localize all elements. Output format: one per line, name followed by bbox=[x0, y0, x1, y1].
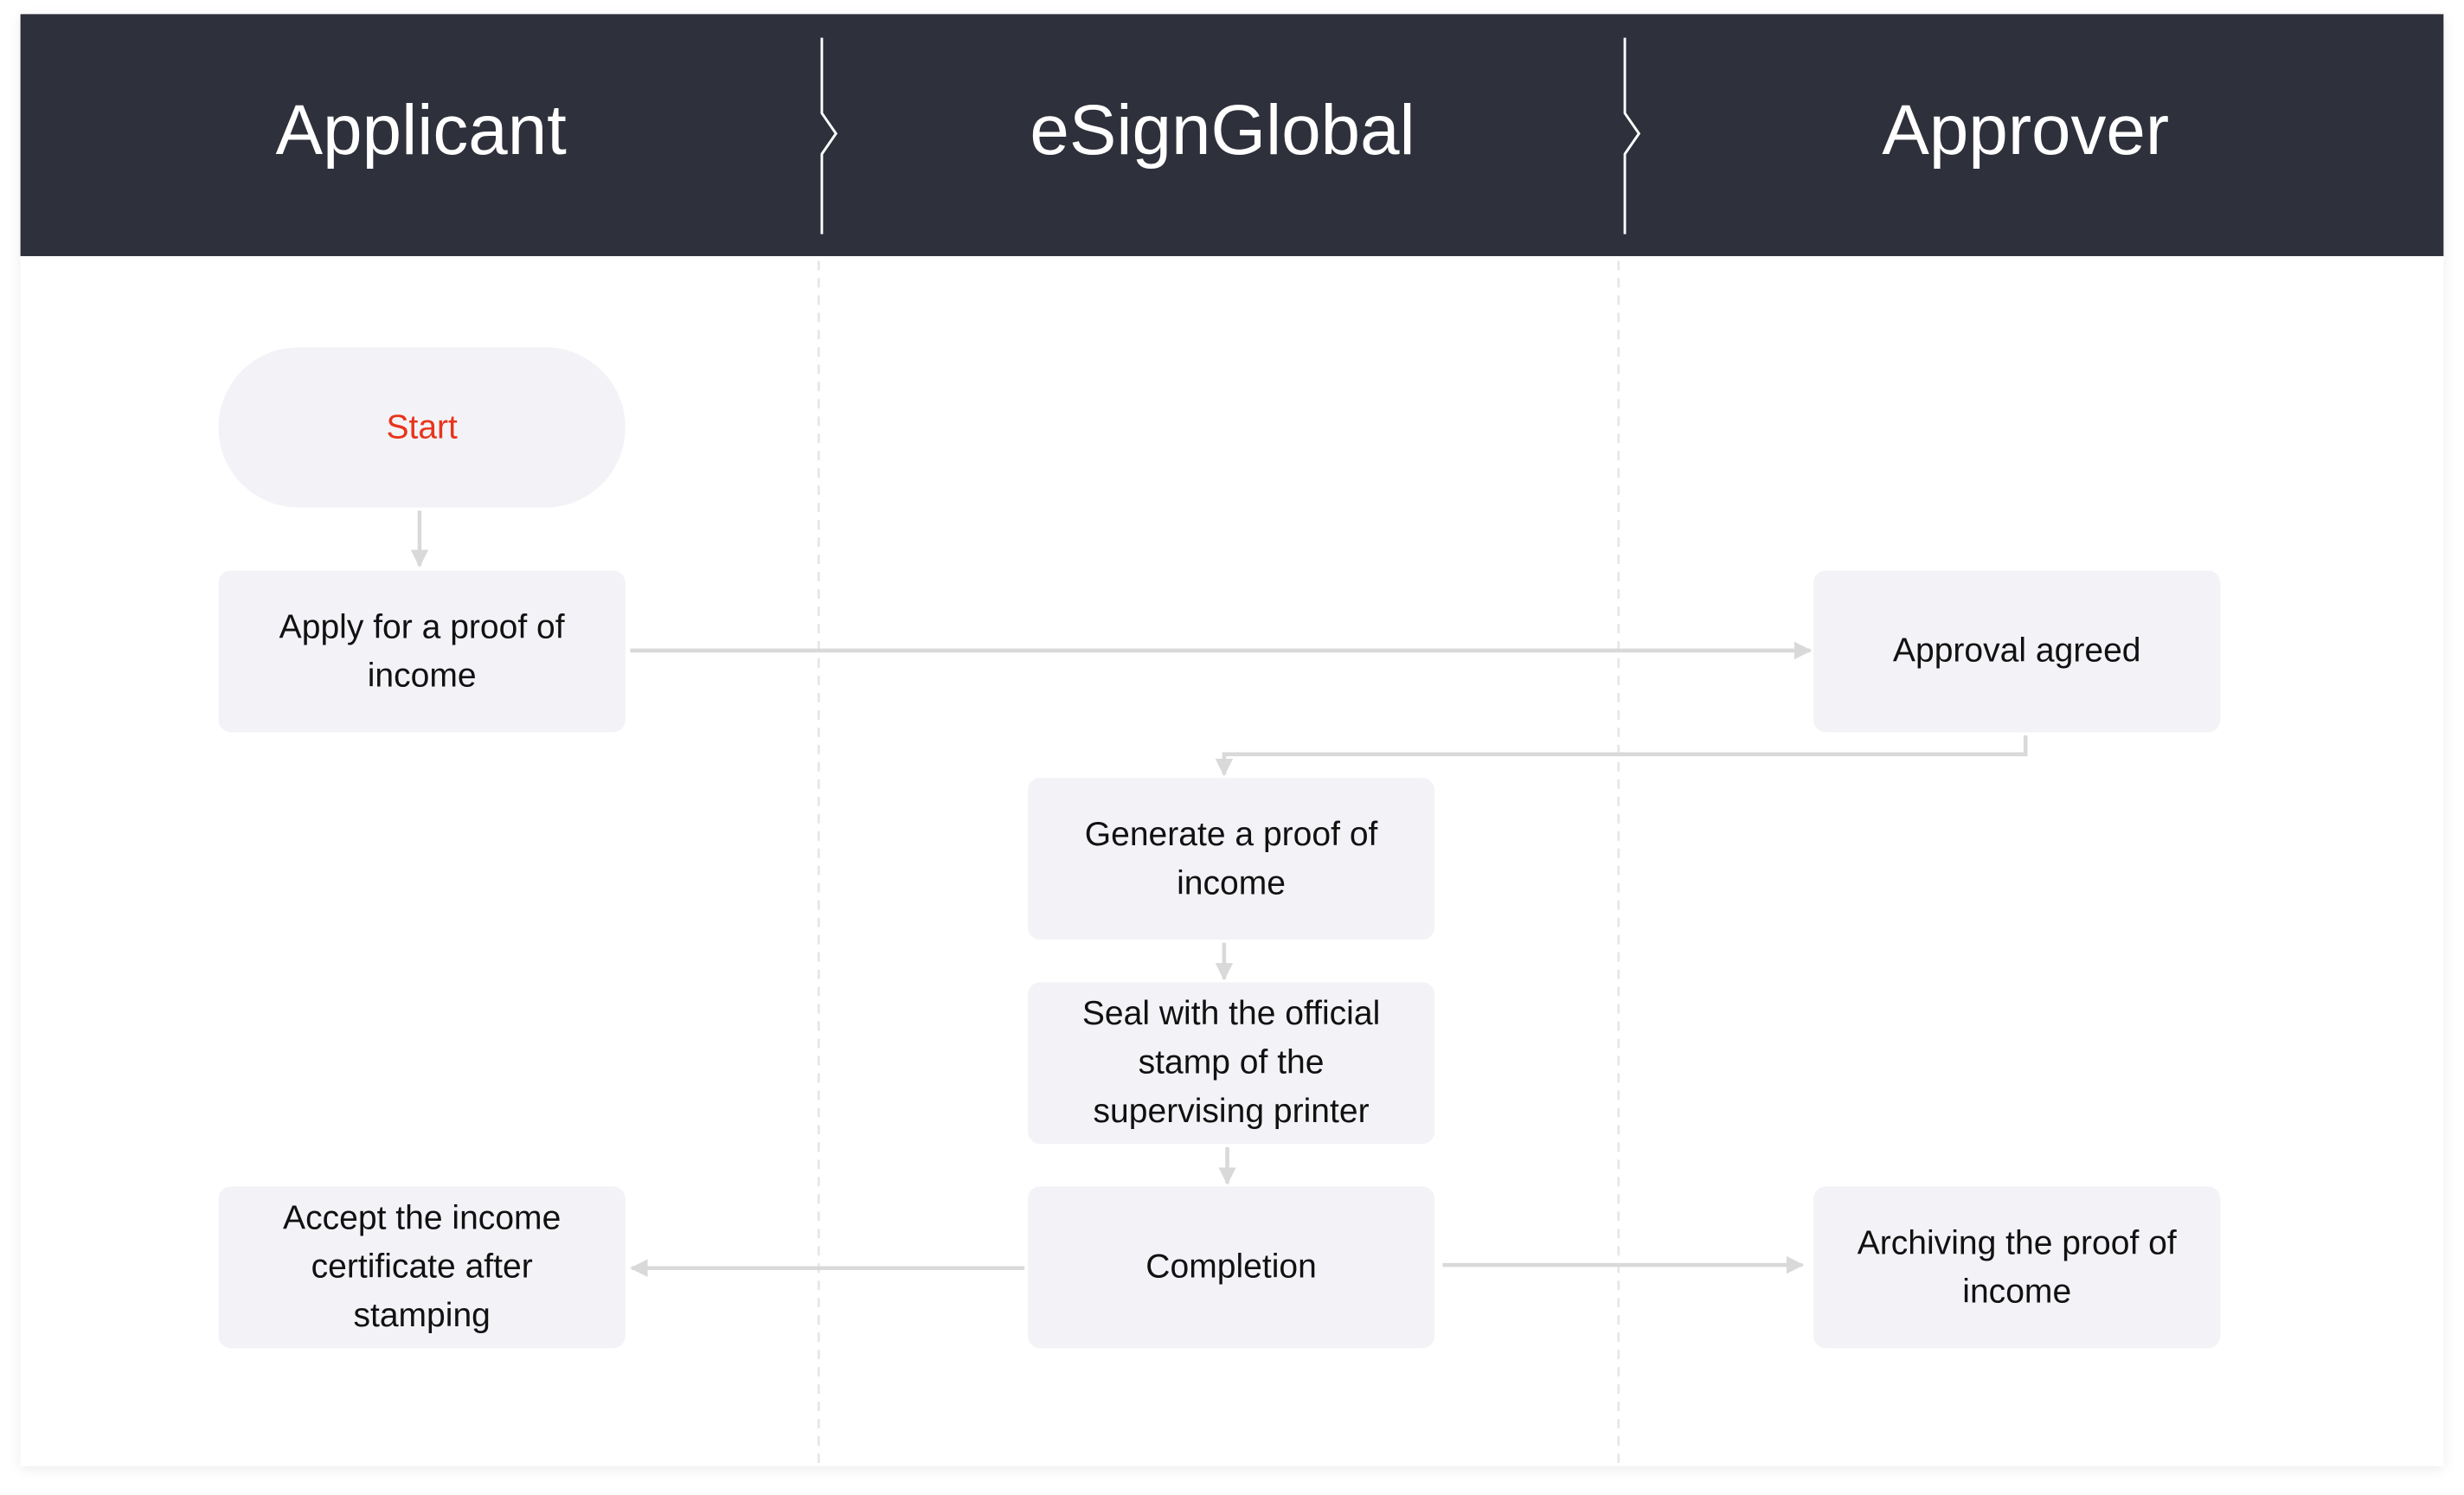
node-start: Start bbox=[218, 347, 626, 508]
node-seal: Seal with the official stamp of the supe… bbox=[1027, 982, 1435, 1145]
lane-title-applicant: Applicant bbox=[275, 89, 567, 170]
node-accept: Accept the income certificate after stam… bbox=[218, 1186, 626, 1349]
node-archive: Archiving the proof of income bbox=[1813, 1186, 2221, 1349]
node-approval: Approval agreed bbox=[1813, 570, 2221, 733]
lane-divider-1 bbox=[817, 37, 838, 1466]
node-apply: Apply for a proof of income bbox=[218, 570, 626, 733]
node-generate: Generate a proof of income bbox=[1027, 778, 1435, 940]
node-completion: Completion bbox=[1027, 1186, 1435, 1349]
arrow-approval-to-generate bbox=[1215, 735, 2028, 777]
lane-divider-2 bbox=[1617, 37, 1641, 1466]
swimlane-header: Applicant eSignGlobal Approver bbox=[20, 14, 2444, 257]
lane-title-approver: Approver bbox=[1882, 89, 2170, 170]
lane-title-esignglobal: eSignGlobal bbox=[1030, 89, 1415, 170]
